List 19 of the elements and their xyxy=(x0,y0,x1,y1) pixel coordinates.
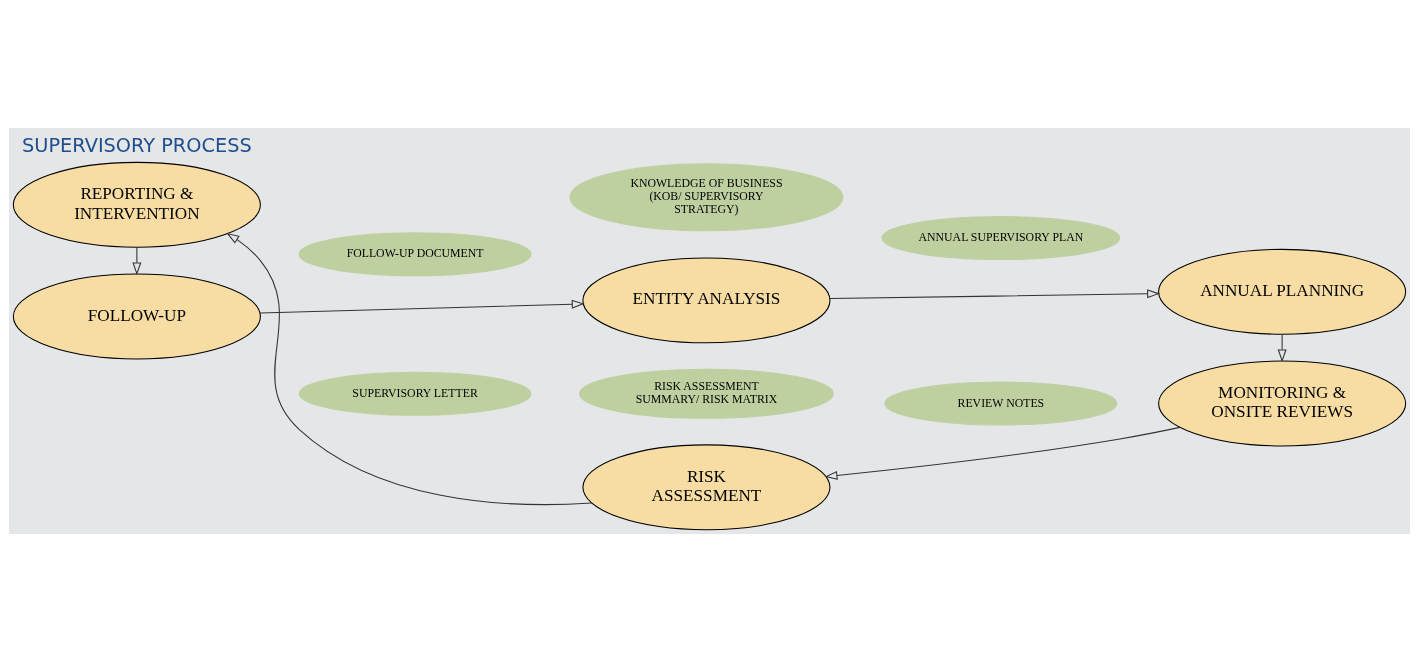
arrow xyxy=(824,426,1181,480)
arrow xyxy=(226,232,593,506)
arrow xyxy=(1277,333,1287,363)
arrow xyxy=(132,246,142,276)
arrow xyxy=(829,289,1161,300)
node-ellipse: FOLLOW-UP xyxy=(12,273,261,360)
node-ellipse: ENTITY ANALYSIS xyxy=(582,257,831,344)
node-ellipse: ANNUAL PLANNING xyxy=(1158,248,1407,335)
diagram-title: SUPERVISORY PROCESS xyxy=(22,134,252,158)
node-ellipse: RISK ASSESSMENT xyxy=(582,444,831,531)
node-ellipse: REVIEW NOTES xyxy=(884,381,1118,426)
node-ellipse: KNOWLEDGE OF BUSINESS (KOB/ SUPERVISORY STRATEGY) xyxy=(569,163,844,232)
node-ellipse: MONITORING & ONSITE REVIEWS xyxy=(1158,360,1407,447)
node-ellipse: RISK ASSESSMENT SUMMARY/ RISK MATRIX xyxy=(579,368,834,419)
node-ellipse: FOLLOW-UP DOCUMENT xyxy=(298,232,532,277)
node-ellipse: ANNUAL SUPERVISORY PLAN xyxy=(881,216,1121,261)
arrow xyxy=(259,299,585,314)
node-ellipse: REPORTING & INTERVENTION xyxy=(12,161,261,248)
node-ellipse: SUPERVISORY LETTER xyxy=(298,371,532,416)
